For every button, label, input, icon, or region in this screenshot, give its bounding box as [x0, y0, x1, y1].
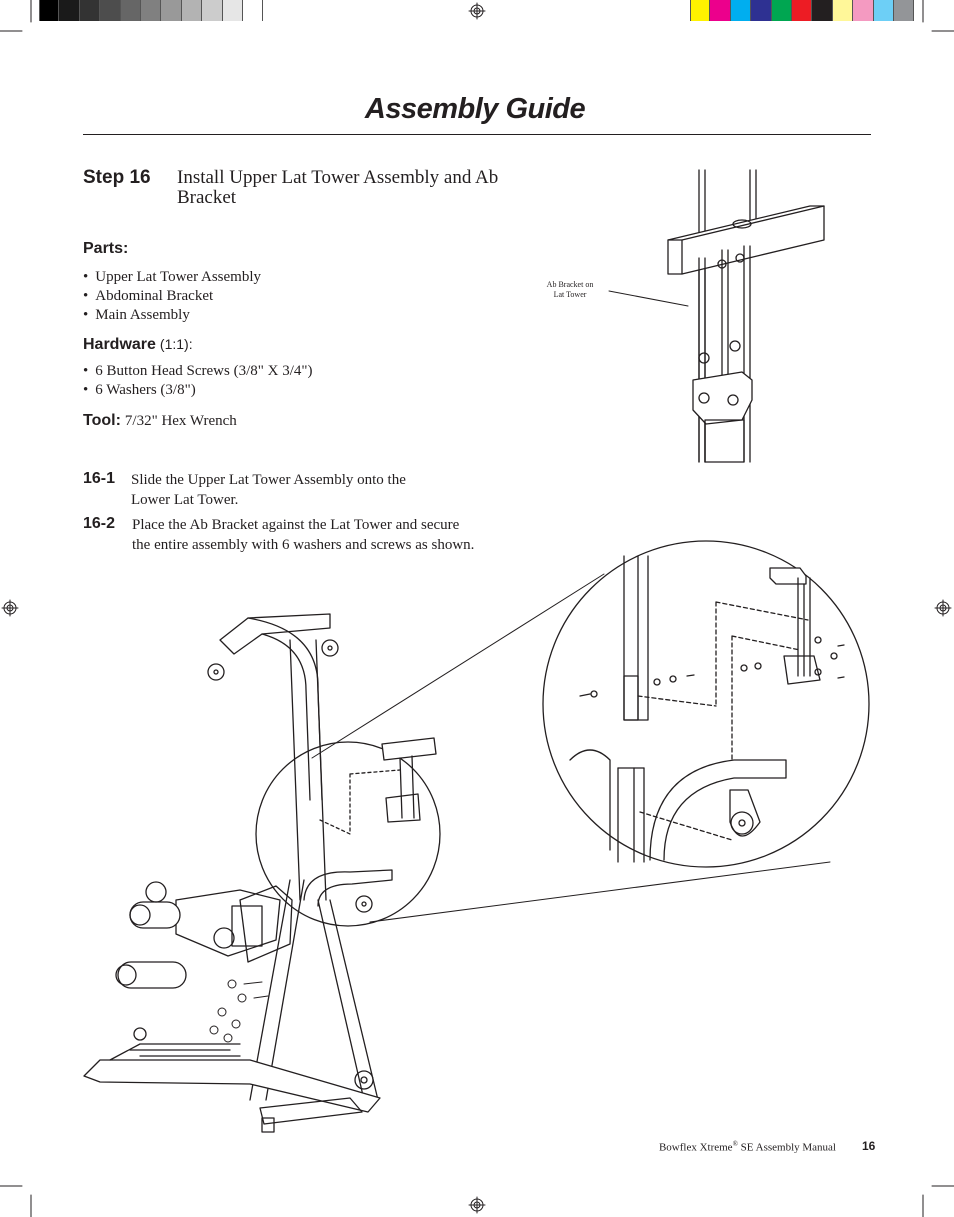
hardware-heading: Hardware: [83, 336, 156, 353]
hardware-heading-row: Hardware (1:1):: [83, 336, 193, 354]
color-swatch: [791, 0, 813, 21]
tower-inset-illustration: [608, 169, 825, 463]
hardware-ratio: (1:1):: [159, 336, 193, 352]
parts-list-item: Main Assembly: [83, 306, 261, 325]
color-swatch: [120, 0, 141, 21]
color-swatch: [730, 0, 752, 21]
color-swatch: [222, 0, 243, 21]
substep-16-2-text: Place the Ab Bracket against the Lat Tow…: [132, 516, 474, 555]
color-swatch: [873, 0, 894, 21]
color-swatch: [161, 0, 182, 21]
step-number: Step 16: [83, 167, 151, 188]
substep-16-1-text: Slide the Upper Lat Tower Assembly onto …: [131, 471, 406, 510]
color-swatch: [100, 0, 121, 21]
footer-registered-mark: ®: [732, 1140, 738, 1148]
callout-line: Ab Bracket on: [546, 280, 594, 289]
hardware-list-item: 6 Button Head Screws (3/8" X 3/4"): [83, 362, 312, 381]
page-number: 16: [862, 1139, 876, 1153]
substep-text-line: Slide the Upper Lat Tower Assembly onto …: [131, 472, 406, 488]
substep-text-line: Place the Ab Bracket against the Lat Tow…: [132, 517, 460, 533]
substep-number: 16-2: [83, 515, 116, 532]
page-title: Assembly Guide: [364, 93, 586, 125]
substep-16-1: 16-1: [83, 470, 115, 488]
substep-text-line: Lower Lat Tower.: [131, 491, 239, 508]
parts-list-item: Upper Lat Tower Assembly: [83, 268, 261, 287]
parts-heading: Parts:: [83, 240, 129, 257]
footer-brand: Bowflex Xtreme: [658, 1141, 733, 1154]
registration-mark-icon: [468, 1196, 486, 1214]
color-swatch: [893, 0, 915, 21]
color-swatch: [79, 0, 101, 21]
step-title: Install Upper Lat Tower Assembly and Ab …: [177, 167, 499, 208]
color-swatch: [59, 0, 80, 21]
color-swatch: [771, 0, 792, 21]
color-swatch: [140, 0, 162, 21]
color-swatch: [812, 0, 833, 21]
registration-mark-icon: [1, 599, 19, 617]
title-rule: [83, 134, 871, 135]
color-swatch: [751, 0, 772, 21]
footer-rest: SE Assembly Manual: [737, 1141, 836, 1154]
substep-16-2: 16-2: [83, 515, 115, 533]
color-swatch: [853, 0, 874, 21]
tool-value: 7/32" Hex Wrench: [124, 413, 237, 429]
grayscale-color-bar: [39, 0, 264, 21]
registration-mark-icon: [934, 599, 952, 617]
callout-line: Lat Tower: [553, 290, 587, 299]
main-machine-illustration: [83, 613, 441, 1133]
tool-row: Tool: 7/32" Hex Wrench: [83, 412, 237, 430]
color-swatch: [710, 0, 731, 21]
process-color-bar: [690, 0, 915, 21]
color-swatch: [832, 0, 854, 21]
registration-mark-icon: [468, 2, 486, 20]
color-swatch: [202, 0, 223, 21]
parts-list: Upper Lat Tower Assembly Abdominal Brack…: [83, 268, 261, 325]
tool-heading: Tool:: [83, 412, 121, 429]
ab-bracket-callout: Ab Bracket on Lat Tower: [535, 280, 605, 300]
color-swatch: [242, 0, 264, 21]
footer-manual-name: Bowflex Xtreme® SE Assembly Manual: [659, 1140, 836, 1154]
color-swatch: [181, 0, 203, 21]
color-swatch: [39, 0, 60, 21]
hardware-list-item: 6 Washers (3/8"): [83, 381, 312, 400]
hardware-list: 6 Button Head Screws (3/8" X 3/4") 6 Was…: [83, 362, 312, 400]
substep-text-line: the entire assembly with 6 washers and s…: [132, 536, 475, 553]
parts-list-item: Abdominal Bracket: [83, 287, 261, 306]
color-swatch: [690, 0, 711, 21]
substep-number: 16-1: [83, 470, 116, 487]
detail-circle-illustration: [542, 540, 870, 868]
